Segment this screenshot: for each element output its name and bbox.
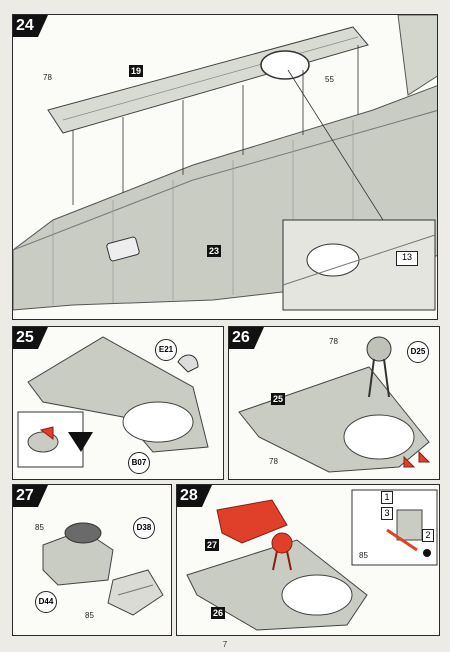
step-24-number: 24 <box>13 15 48 37</box>
step-28-number: 28 <box>177 485 212 507</box>
callout-b07: B07 <box>128 452 150 474</box>
detail-box-3: 3 <box>381 507 393 520</box>
step-26-panel: 26 78 D25 78 25 <box>228 326 440 480</box>
part-flag-25: 25 <box>271 393 286 405</box>
callout-85-top: 85 <box>35 523 44 532</box>
callout-85-bottom: 85 <box>85 611 94 620</box>
callout-55: 55 <box>325 75 334 84</box>
step-24-panel: 24 78 55 13 19 23 <box>12 14 438 320</box>
callout-78-bottom: 78 <box>269 457 278 466</box>
step-25-number: 25 <box>13 327 48 349</box>
callout-e21: E21 <box>155 339 177 361</box>
part-flag-19: 19 <box>129 65 144 77</box>
detail-box-1: 1 <box>381 491 393 504</box>
step-28-panel: 28 1 3 2 85 27 26 <box>176 484 440 636</box>
step-28-illustration <box>186 489 438 631</box>
callout-13-box: 13 <box>396 251 418 266</box>
step-25-illustration <box>17 336 209 468</box>
part-flag-27: 27 <box>205 539 220 551</box>
detail-box-2: 2 <box>422 529 434 542</box>
step-27-panel: 27 85 D38 D44 85 <box>12 484 172 636</box>
step-26-illustration <box>238 336 431 473</box>
step-27-number: 27 <box>13 485 48 507</box>
part-flag-26: 26 <box>211 607 226 619</box>
step-25-panel: 25 E21 B07 <box>12 326 224 480</box>
callout-d38: D38 <box>133 517 155 539</box>
callout-d25: D25 <box>407 341 429 363</box>
callout-85: 85 <box>359 551 368 560</box>
callout-78: 78 <box>43 73 52 82</box>
step-24-illustration <box>13 15 437 311</box>
callout-78-top: 78 <box>329 337 338 346</box>
callout-d44: D44 <box>35 591 57 613</box>
step-26-number: 26 <box>229 327 264 349</box>
step-27-illustration <box>42 522 164 616</box>
part-flag-23: 23 <box>207 245 222 257</box>
page-number: 7 <box>222 640 228 649</box>
